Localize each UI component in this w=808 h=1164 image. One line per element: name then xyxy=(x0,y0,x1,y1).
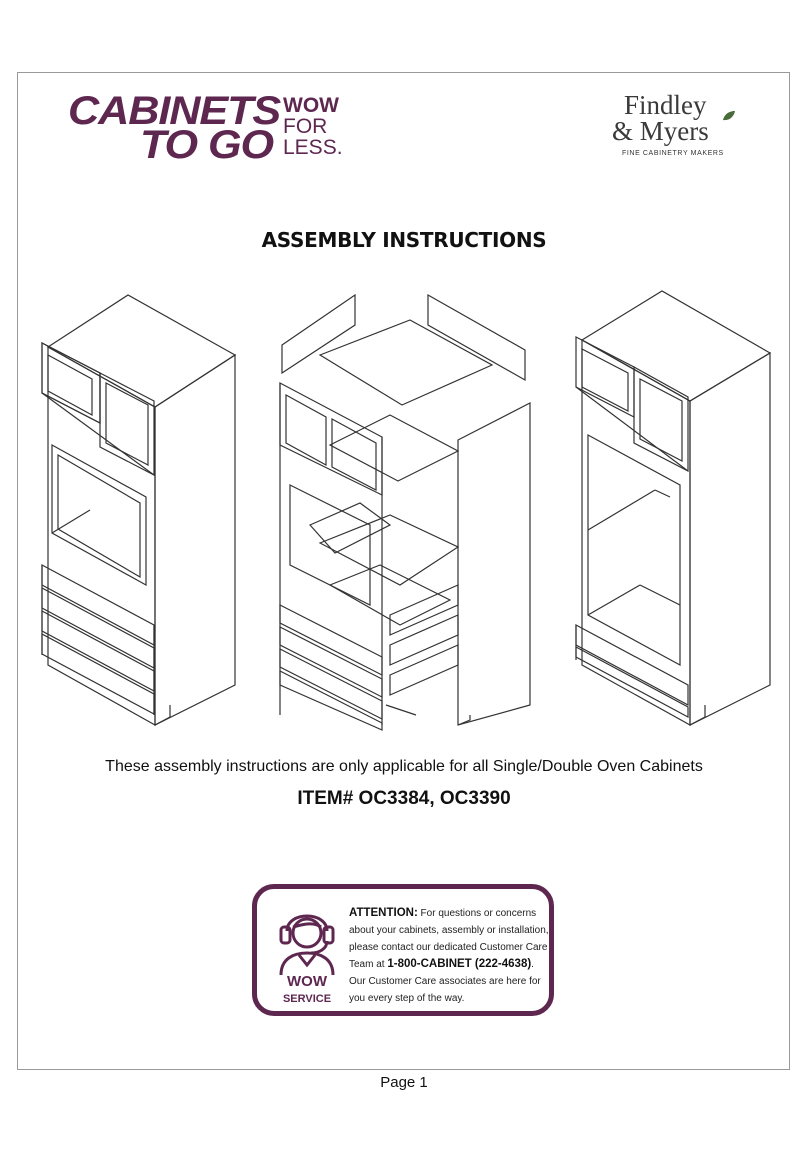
ctg-logo-line2: TO GO xyxy=(140,123,274,167)
page-number: Page 1 xyxy=(380,1074,428,1091)
applicability-note: These assembly instructions are only app… xyxy=(105,758,703,775)
attention-label: ATTENTION: xyxy=(349,907,418,919)
cabinet-illustrations xyxy=(41,290,772,731)
open-cabinet-illustration xyxy=(575,290,772,727)
page-title: ASSEMBLY INSTRUCTIONS xyxy=(261,228,547,252)
page-border xyxy=(17,72,790,1070)
customer-care-text: ATTENTION: For questions or concerns abo… xyxy=(349,907,549,1004)
ctg-logo-line1: CABINETS xyxy=(68,89,281,133)
ctg-logo-slogan: WOW FOR LESS. xyxy=(283,94,343,159)
fm-logo-line2: & Myers xyxy=(612,116,709,146)
customer-care-box: WOW SERVICE ATTENTION: For questions or … xyxy=(252,884,554,1016)
fm-logo-tagline: FINE CABINETRY MAKERS xyxy=(622,150,724,157)
exploded-cabinet-illustration xyxy=(279,293,531,731)
service-badge: SERVICE xyxy=(282,993,332,1005)
item-numbers: ITEM# OC3384, OC3390 xyxy=(297,788,511,809)
findley-myers-logo: Findley & Myers FINE CABINETRY MAKERS xyxy=(612,88,735,162)
leaf-icon xyxy=(723,111,735,121)
assembled-cabinet-illustration xyxy=(41,294,237,727)
wow-badge: WOW xyxy=(287,973,327,990)
headset-agent-icon xyxy=(279,914,335,976)
customer-care-phone: 1-800-CABINET (222-4638) xyxy=(387,958,532,970)
fm-logo-line1: Findley xyxy=(624,90,707,120)
cabinets-to-go-logo: CABINETS TO GO WOW FOR LESS. xyxy=(68,89,358,167)
